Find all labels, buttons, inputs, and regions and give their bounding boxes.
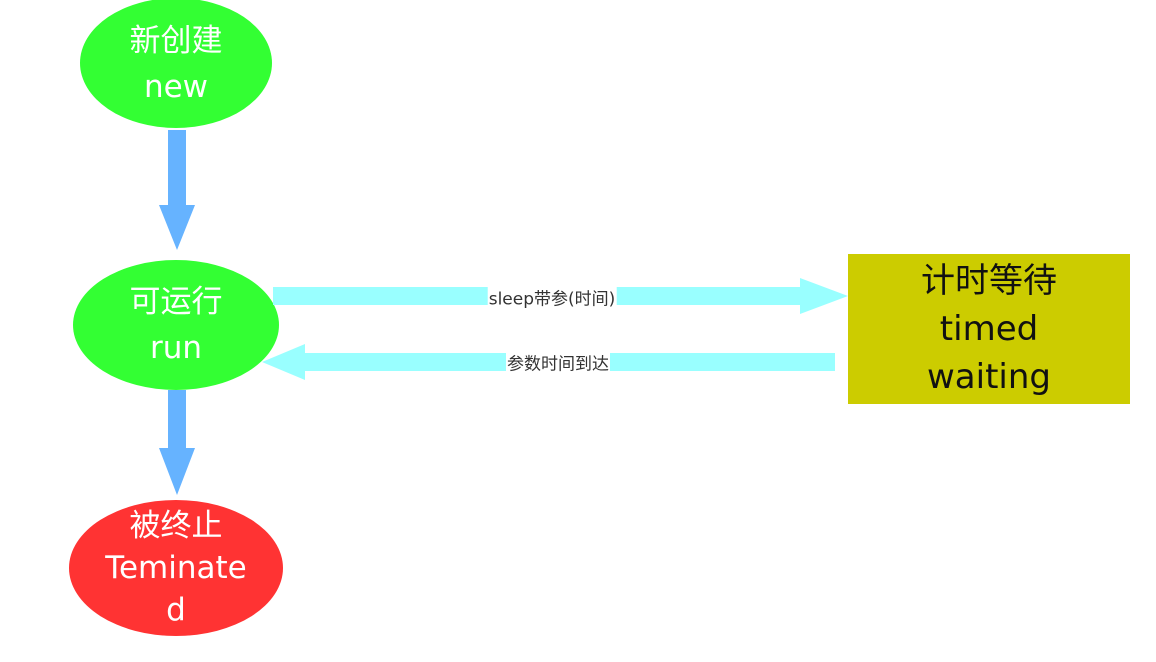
node-new-label-cn: 新创建: [129, 23, 223, 59]
node-terminated-shape: [69, 500, 283, 636]
node-run-label-en: run: [149, 330, 203, 366]
node-run-shape: [73, 260, 279, 390]
node-new: 新创建 new: [80, 0, 272, 128]
node-terminated-label-en: Teminate: [105, 550, 247, 586]
node-timed-waiting: 计时等待 timed waiting: [848, 254, 1130, 404]
node-timed-waiting-shape: [848, 254, 1130, 404]
node-timed-label-en1: timed: [939, 309, 1039, 349]
arrow-run-to-terminated: [159, 390, 195, 495]
node-terminated-label-cn: 被终止: [129, 508, 223, 544]
node-timed-label-en2: waiting: [927, 357, 1051, 397]
node-new-label-en: new: [143, 69, 209, 105]
arrow-new-to-run: [159, 130, 195, 250]
node-timed-label-cn: 计时等待: [921, 261, 1057, 301]
node-new-shape: [80, 0, 272, 128]
edge-label-sleep: sleep带参(时间): [487, 284, 617, 310]
node-run: 可运行 run: [73, 260, 279, 390]
node-terminated: 被终止 Teminate d: [69, 500, 283, 636]
edge-label-time-reached: 参数时间到达: [506, 349, 610, 375]
node-run-label-cn: 可运行: [129, 284, 223, 320]
node-terminated-label-en-wrap: d: [166, 592, 186, 628]
